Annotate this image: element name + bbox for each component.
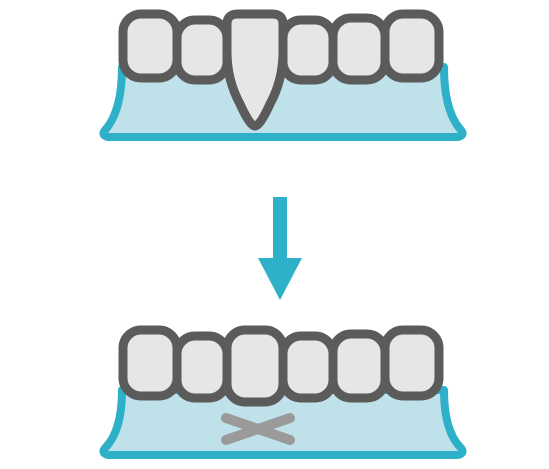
x-mark-icon: [221, 413, 295, 445]
tooth: [278, 331, 338, 403]
shortened-tooth: [222, 325, 288, 407]
tooth: [172, 15, 232, 85]
tooth: [118, 325, 182, 401]
tooth: [278, 15, 338, 85]
teeth-with-long-tooth-icon: [99, 9, 467, 141]
arrow-shaft: [273, 197, 287, 259]
tooth: [118, 9, 182, 83]
teeth-after-shortening-icon: [99, 325, 467, 459]
tooth: [328, 329, 390, 403]
arrow-head: [258, 258, 302, 300]
x-mark-stroke: [221, 413, 295, 445]
long-tooth: [222, 9, 288, 131]
upper-teeth: [118, 325, 444, 407]
tooth: [380, 325, 444, 401]
tooth: [172, 331, 232, 403]
tooth: [380, 9, 444, 83]
tooth: [328, 13, 390, 85]
upper-teeth: [118, 9, 444, 131]
arrow-down-icon: [258, 197, 302, 300]
gum-base: [99, 63, 467, 141]
